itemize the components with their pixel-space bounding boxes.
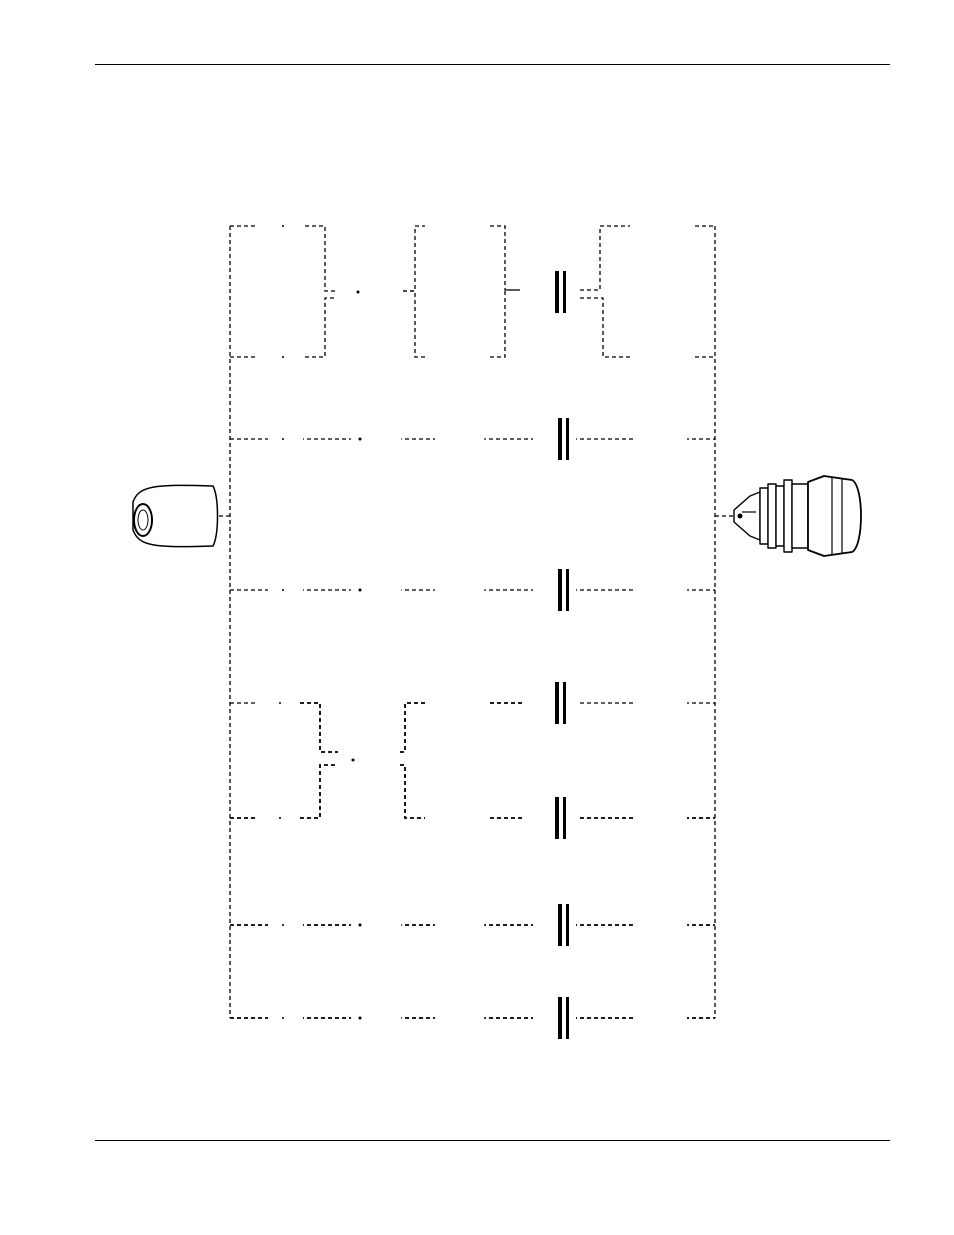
- electrode-icon: [633, 580, 687, 600]
- connector-line: [300, 764, 338, 819]
- electrode-icon: [633, 216, 687, 236]
- header-rule: [95, 64, 890, 65]
- swirl-ring-icon: [533, 997, 576, 1039]
- nozzle-icon: [434, 337, 484, 377]
- electrode-icon: [633, 347, 687, 367]
- connector-line: [490, 225, 520, 291]
- shield-icon: [268, 415, 303, 463]
- electrode-icon: [633, 808, 687, 828]
- connector-line: [403, 290, 425, 358]
- retaining-cap-icon: [351, 993, 402, 1043]
- connector-line: [490, 289, 520, 358]
- retaining-cap-icon: [349, 267, 400, 317]
- electrode-icon: [633, 1008, 687, 1028]
- shield-icon: [265, 679, 300, 727]
- connector-line: [580, 297, 630, 358]
- swirl-ring-icon: [530, 682, 573, 724]
- connector-line: [305, 225, 337, 292]
- shield-icon: [268, 566, 303, 614]
- connector-line: [403, 225, 425, 292]
- nozzle-icon: [435, 798, 485, 838]
- connector-line: [580, 225, 630, 291]
- nozzle-icon: [434, 206, 484, 246]
- start-retaining-cap-icon: [132, 484, 219, 548]
- electrode-icon: [633, 915, 687, 935]
- shield-icon: [265, 794, 300, 842]
- swirl-ring-icon: [533, 418, 576, 460]
- shield-icon: [268, 333, 303, 381]
- nozzle-icon: [435, 998, 485, 1038]
- connector-line: [400, 702, 425, 753]
- swirl-ring-icon: [530, 271, 573, 313]
- connector-line: [305, 297, 337, 358]
- shield-icon: [268, 202, 303, 250]
- retaining-cap-icon: [351, 414, 402, 464]
- electrode-icon: [633, 429, 687, 449]
- connector-line: [300, 702, 338, 753]
- nozzle-icon: [435, 419, 485, 459]
- swirl-ring-icon: [533, 569, 576, 611]
- footer-rule: [95, 1140, 890, 1141]
- retaining-cap-icon: [351, 900, 402, 950]
- swirl-ring-icon: [530, 797, 573, 839]
- shield-icon: [268, 901, 303, 949]
- electrode-icon: [633, 693, 687, 713]
- swirl-ring-icon: [533, 904, 576, 946]
- nozzle-icon: [435, 683, 485, 723]
- nozzle-icon: [435, 570, 485, 610]
- nozzle-icon: [435, 905, 485, 945]
- torch-head-icon: [733, 475, 862, 557]
- retaining-cap-icon: [344, 735, 395, 785]
- connector-line: [400, 764, 425, 819]
- shield-icon: [268, 994, 303, 1042]
- retaining-cap-icon: [351, 565, 402, 615]
